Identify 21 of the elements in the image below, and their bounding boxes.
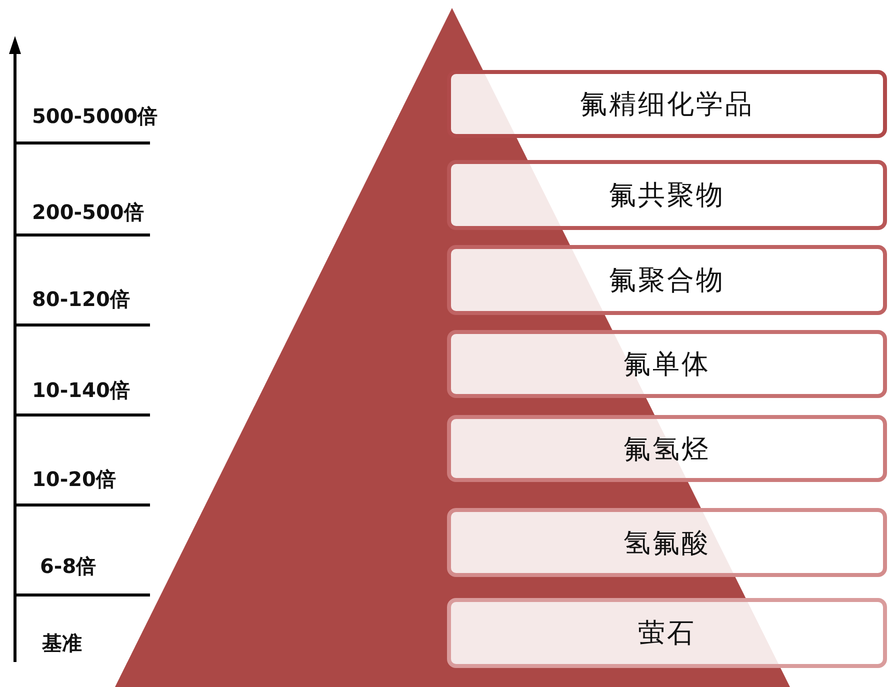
level-box <box>447 70 887 138</box>
level-box <box>447 330 887 398</box>
multiplier-label: 10-20倍 <box>32 466 116 493</box>
level-name: 萤石 <box>638 617 696 651</box>
level-name: 氟聚合物 <box>609 264 725 298</box>
level-name: 氟单体 <box>624 348 710 382</box>
level-box <box>447 245 887 315</box>
baseline-label: 基准 <box>42 630 82 657</box>
multiplier-label: 10-140倍 <box>32 377 130 404</box>
level-box <box>447 508 887 577</box>
multiplier-label: 6-8倍 <box>40 553 96 580</box>
multiplier-label: 500-5000倍 <box>32 103 158 130</box>
level-name: 氟精细化学品 <box>580 88 754 122</box>
level-box <box>447 160 887 230</box>
level-box <box>447 598 887 668</box>
level-box <box>447 415 887 482</box>
multiplier-label: 80-120倍 <box>32 286 130 313</box>
level-name: 氢氟酸 <box>624 526 710 560</box>
level-name: 氟氢烃 <box>624 432 710 466</box>
level-name: 氟共聚物 <box>609 179 725 213</box>
multiplier-label: 200-500倍 <box>32 199 144 226</box>
